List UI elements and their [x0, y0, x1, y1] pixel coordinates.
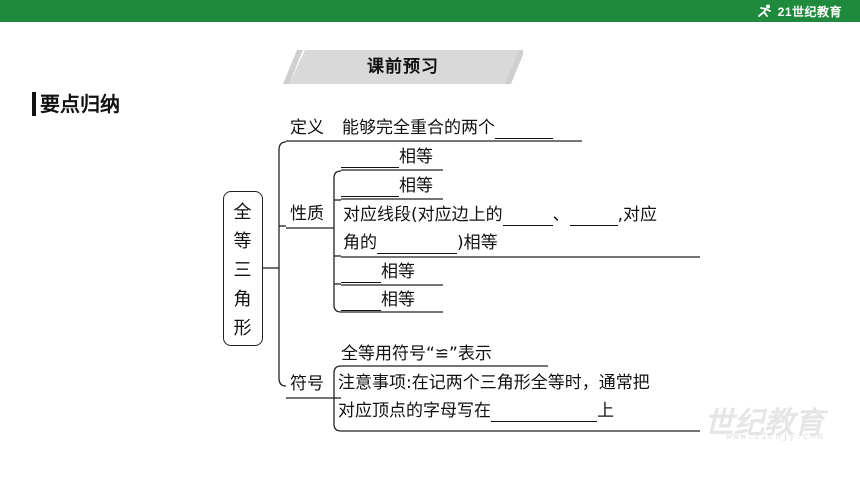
property-blank-3b[interactable] [569, 209, 618, 226]
watermark-url: www.21cnjy.com [725, 432, 824, 443]
property-row-2: 相等 [341, 175, 433, 197]
property-text-1: 相等 [399, 147, 433, 167]
property-blank-5[interactable] [341, 294, 381, 311]
symbol-blank[interactable] [491, 405, 597, 422]
property-row-5: 相等 [341, 289, 415, 311]
property-text-3b: 、 [552, 205, 570, 225]
root-char-4: 角 [233, 289, 252, 310]
root-node: 全等三角形 [223, 191, 263, 346]
section-title: 要点归纳 [32, 92, 120, 116]
definition-blank[interactable] [495, 122, 553, 139]
top-bar: 21世纪教育 [0, 0, 860, 22]
property-blank-4[interactable] [341, 266, 381, 283]
property-text-4: 相等 [381, 262, 415, 282]
definition-text: 能够完全重合的两个 [342, 117, 553, 139]
definition-content: 能够完全重合的两个 [342, 118, 495, 138]
property-row-1: 相等 [341, 146, 433, 168]
symbol-line-3-text: 对应顶点的字母写在 [338, 401, 491, 421]
watermark-logo: 世纪教育 [704, 407, 824, 440]
property-row-4: 相等 [341, 261, 415, 283]
symbol-line-2: 注意事项:在记两个三角形全等时，通常把 [338, 373, 650, 393]
property-blank-3a[interactable] [502, 209, 553, 226]
brand-logo: 21世纪教育 [756, 3, 842, 19]
property-text-5: 相等 [381, 290, 415, 310]
property-text-3e: )相等 [457, 233, 498, 253]
property-text-3a: 对应线段(对应边上的 [343, 205, 503, 225]
root-label: 全等三角形 [224, 198, 261, 343]
property-text-3d: 角的 [343, 233, 377, 253]
lesson-banner: 课前预习 [283, 50, 525, 84]
root-char-3: 三 [233, 260, 252, 281]
properties-label: 性质 [290, 204, 324, 224]
banner-label: 课前预习 [367, 57, 439, 77]
symbol-line-3-end: 上 [597, 401, 614, 421]
definition-label: 定义 [290, 118, 324, 138]
property-blank-3c[interactable] [377, 237, 457, 254]
property-row-3: 对应线段(对应边上的 、 ,对应 [343, 204, 657, 226]
runner-icon [757, 4, 771, 17]
banner-shape [283, 50, 525, 84]
property-text-3c: ,对应 [617, 205, 658, 225]
root-char-2: 等 [233, 231, 252, 252]
symbol-label: 符号 [290, 374, 324, 394]
property-row-3-cont: 角的 )相等 [343, 232, 498, 254]
logo-text: 21世纪教育 [777, 4, 842, 19]
property-text-2: 相等 [399, 176, 433, 196]
root-char-5: 形 [233, 318, 252, 339]
property-blank-2[interactable] [341, 180, 399, 197]
symbol-line-3: 对应顶点的字母写在 上 [338, 400, 614, 422]
property-blank-1[interactable] [341, 151, 399, 168]
symbol-line-1: 全等用符号“≌”表示 [341, 344, 492, 364]
root-char-1: 全 [233, 202, 252, 223]
